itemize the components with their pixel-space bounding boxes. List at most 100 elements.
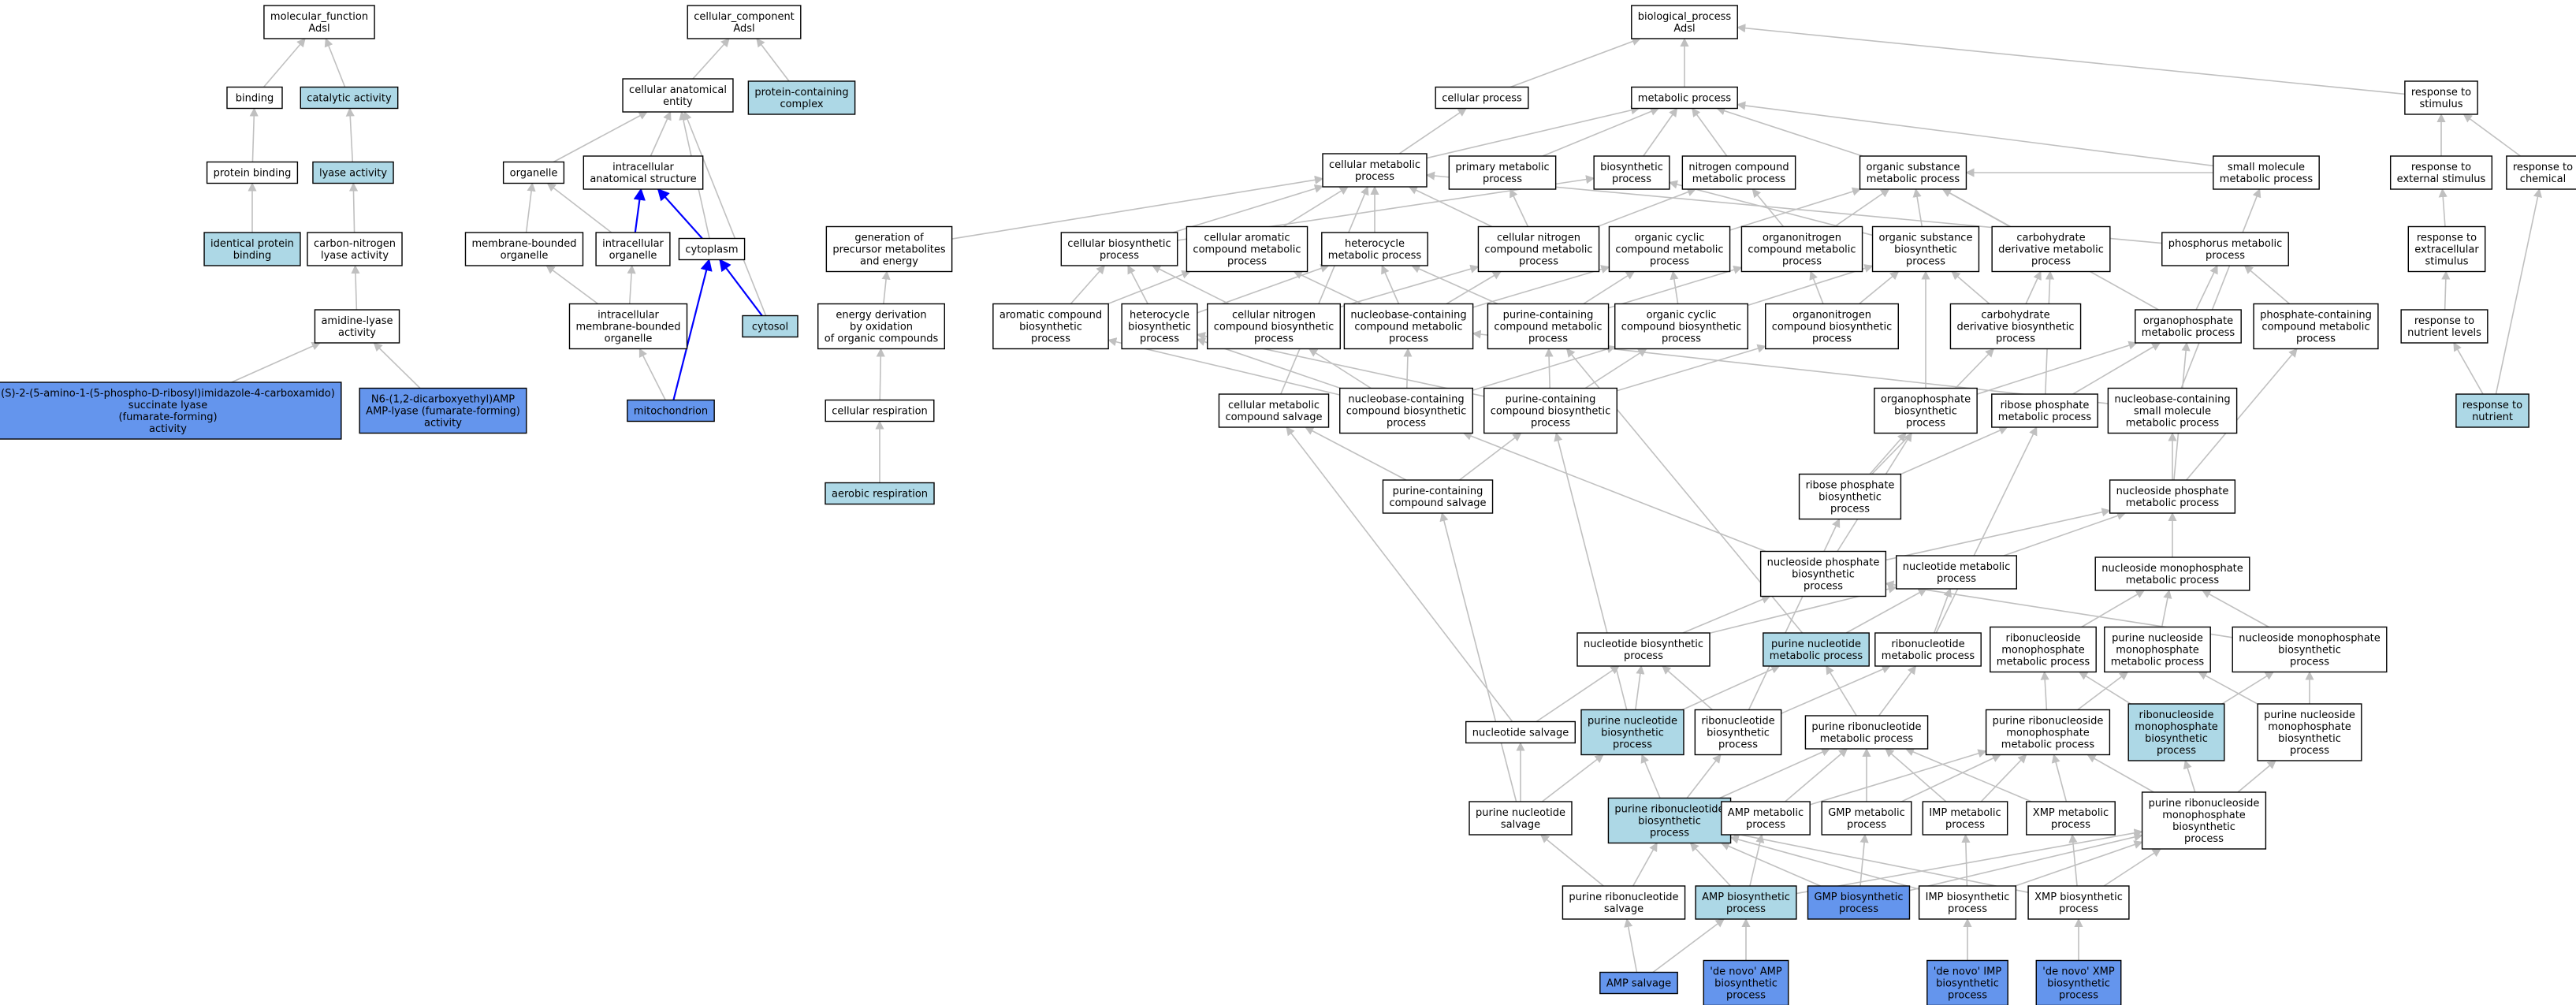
go-node-label: process <box>1718 739 1758 751</box>
edge-nbsmmet-to-smmet <box>2180 188 2261 389</box>
edge-ampbiosyn-to-prnsmpbiosyn <box>1796 828 2143 895</box>
go-node-box <box>742 315 798 338</box>
go-node-label: organic cyclic <box>1635 233 1705 244</box>
go-node-box <box>2232 626 2388 673</box>
edge-cmcsalv-to-cellmet <box>1280 185 1369 395</box>
go-node-label: process <box>2290 657 2329 668</box>
go-node-box <box>1991 393 2098 428</box>
go-node-label: process <box>1528 333 1568 345</box>
go-node-label: heterocycle <box>1130 310 1189 322</box>
go-node-box <box>300 86 399 110</box>
go-node-box <box>1614 303 1748 350</box>
go-node-label: biosynthetic <box>2047 978 2110 990</box>
go-node-label: phosphorus metabolic <box>2168 238 2282 250</box>
go-node-label: biosynthetic <box>1019 322 1082 333</box>
go-node-label: biosynthetic <box>1894 244 1957 256</box>
go-node-box <box>2161 232 2289 266</box>
go-node-box <box>1631 5 1738 39</box>
edge-prnsmpmet-to-pnsmpmet <box>2077 671 2129 711</box>
edge-energyder-to-genprec <box>881 270 891 304</box>
go-node-label: and energy <box>860 256 918 268</box>
edge-prnsmpbiosyn-to-prnsmpmet <box>2086 754 2154 793</box>
go-node-label: compound biosynthetic <box>1621 322 1742 333</box>
go-node-box <box>263 5 375 39</box>
edge-imbo-to-mbo <box>545 265 599 305</box>
edge-prnsmpbiosyn-to-rnsmpbiosyn <box>2183 759 2196 793</box>
go-node-label: metabolic process <box>1328 250 1422 262</box>
go-node-label: monophosphate <box>2135 721 2218 733</box>
edge-impmet-to-prnsmpmet <box>1980 754 2027 802</box>
go-node-label: organic substance <box>1879 233 1973 244</box>
go-node-label: process <box>2051 819 2090 831</box>
go-node-label: purine nucleotide <box>1588 716 1677 728</box>
go-node-label: response to <box>2411 162 2471 173</box>
go-node-label: metabolic process <box>1692 173 1786 185</box>
go-node-label: biosynthetic <box>1638 816 1701 828</box>
go-node-label: organelle <box>609 250 657 262</box>
edge-rpmet-to-opmet <box>2072 342 2161 395</box>
edge-hetbiosyn-to-cellbiosyn <box>1127 265 1148 304</box>
go-node-label: AMP salvage <box>1606 978 1671 990</box>
go-node-box <box>1321 232 1428 266</box>
edge-gmpbiosyn-to-prnsmpbiosyn <box>1909 832 2143 891</box>
go-node-label: membrane-bounded <box>575 322 680 333</box>
edge-ntsalv-to-cmcsalv <box>1286 426 1513 722</box>
go-node-box <box>622 78 734 113</box>
go-node-label: carbohydrate <box>2016 233 2085 244</box>
edge-resp_stim-to-bp <box>1737 24 2405 95</box>
go-node-label: process <box>1483 173 1522 185</box>
edge-pcc-to-cc <box>756 38 790 82</box>
go-node-label: process <box>1937 573 1976 585</box>
edge-phcmet-to-phosmet <box>2243 265 2291 305</box>
go-node-box <box>1322 153 1428 188</box>
go-node-label: cellular_component <box>694 11 795 23</box>
go-node-label: biosynthetic <box>1894 406 1957 418</box>
edge-ntbiosyn-to-nspbiosyn <box>1682 595 1771 634</box>
edge-io-to-ias <box>633 188 646 233</box>
go-node-box <box>1985 709 2111 756</box>
go-node-label: cellular process <box>1442 93 1522 105</box>
go-node-label: cellular metabolic <box>1329 159 1420 171</box>
edge-impmet-to-prntmet <box>1885 748 1947 802</box>
edge-amidine-to-cnlyase <box>351 264 360 311</box>
go-node-label: molecular_function <box>270 11 368 23</box>
go-node-box <box>1631 86 1738 110</box>
go-node-label: process <box>2157 745 2196 757</box>
go-node-box <box>568 303 688 350</box>
go-node-box <box>1949 303 2082 350</box>
go-node-cellresp: cellular respiration <box>825 399 935 422</box>
go-node-label: metabolic process <box>1770 650 1863 662</box>
edge-nspbiosyn-to-nbcbiosyn <box>1462 431 1766 553</box>
go-node-label: process <box>1839 903 1878 915</box>
go-node-label: external stimulus <box>2397 173 2486 185</box>
edge-binding-to-mf <box>262 38 306 88</box>
go-node-box <box>307 232 403 266</box>
go-node-box <box>2027 885 2130 920</box>
edge-cellbiosyn-to-cellmet <box>1172 184 1324 233</box>
edge-opmet-to-phosmet <box>2195 264 2218 311</box>
go-node-label: biological_process <box>1638 11 1732 23</box>
go-node-label: cellular biosynthetic <box>1067 238 1171 250</box>
go-node-label: AMP metabolic <box>1728 807 1804 819</box>
go-node-label: process <box>2184 833 2224 845</box>
